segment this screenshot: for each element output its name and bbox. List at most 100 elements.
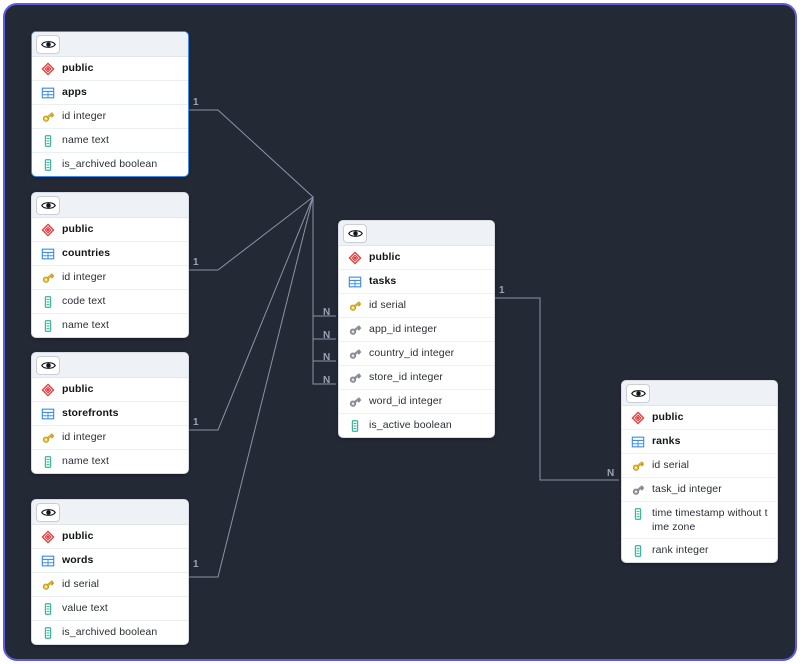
column-icon	[44, 159, 52, 171]
cardinality-label: 1	[193, 417, 199, 428]
cardinality-label: 1	[499, 285, 505, 296]
column-row[interactable]: is_archived boolean	[32, 621, 188, 644]
table-name-row: countries	[32, 242, 188, 266]
schema-row: public	[32, 525, 188, 549]
cardinality-label: N	[323, 330, 331, 341]
schema-name: public	[652, 411, 684, 423]
schema-name: public	[369, 251, 401, 263]
foreign-key-icon	[349, 325, 362, 335]
table-grid-icon	[41, 408, 55, 420]
table-header-ranks[interactable]	[622, 381, 777, 406]
column-row[interactable]: store_id integer	[339, 366, 494, 390]
relationship-line	[189, 196, 336, 578]
schema-diamond-icon	[631, 411, 645, 425]
eye-icon[interactable]	[36, 355, 60, 375]
cardinality-label: 1	[193, 559, 199, 570]
column-row[interactable]: task_id integer	[622, 478, 777, 502]
column-row[interactable]: name text	[32, 129, 188, 153]
column-icon	[44, 135, 52, 147]
column-label: app_id integer	[369, 323, 437, 335]
column-row[interactable]: country_id integer	[339, 342, 494, 366]
primary-key-icon	[42, 433, 55, 443]
cardinality-label: N	[323, 352, 331, 363]
column-icon	[351, 420, 359, 432]
column-row[interactable]: is_active boolean	[339, 414, 494, 437]
column-row[interactable]: app_id integer	[339, 318, 494, 342]
column-label: id integer	[62, 110, 107, 122]
column-icon	[44, 603, 52, 615]
column-row[interactable]: id serial	[339, 294, 494, 318]
column-icon	[44, 320, 52, 332]
column-icon	[44, 296, 52, 308]
column-label: task_id integer	[652, 483, 722, 495]
table-header-storefronts[interactable]	[32, 353, 188, 378]
table-name-row: storefronts	[32, 402, 188, 426]
column-row[interactable]: word_id integer	[339, 390, 494, 414]
cardinality-label: 1	[193, 97, 199, 108]
foreign-key-icon	[349, 373, 362, 383]
column-row[interactable]: name text	[32, 314, 188, 337]
schema-row: public	[339, 246, 494, 270]
schema-name: public	[62, 530, 94, 542]
column-row[interactable]: name text	[32, 450, 188, 473]
column-label: country_id integer	[369, 347, 455, 359]
cardinality-label: N	[323, 307, 331, 318]
column-label: rank integer	[652, 544, 709, 556]
column-row[interactable]: time timestamp without time zone	[622, 502, 777, 539]
column-row[interactable]: id integer	[32, 105, 188, 129]
column-label: value text	[62, 602, 108, 614]
column-row[interactable]: value text	[32, 597, 188, 621]
eye-icon[interactable]	[343, 223, 367, 243]
eye-icon[interactable]	[36, 34, 60, 54]
primary-key-icon	[42, 273, 55, 283]
column-row[interactable]: id integer	[32, 266, 188, 290]
table-card-ranks[interactable]: public ranks id serial task_id integer time …	[621, 380, 778, 563]
column-row[interactable]: code text	[32, 290, 188, 314]
table-name: ranks	[652, 435, 681, 447]
table-header-countries[interactable]	[32, 193, 188, 218]
column-label: word_id integer	[369, 395, 443, 407]
schema-row: public	[32, 218, 188, 242]
column-label: store_id integer	[369, 371, 443, 383]
table-header-words[interactable]	[32, 500, 188, 525]
table-grid-icon	[41, 87, 55, 99]
column-row[interactable]: rank integer	[622, 539, 777, 562]
column-icon	[44, 456, 52, 468]
schema-name: public	[62, 383, 94, 395]
schema-row: public	[32, 378, 188, 402]
table-header-apps[interactable]	[32, 32, 188, 57]
column-row[interactable]: id integer	[32, 426, 188, 450]
schema-diamond-icon	[41, 223, 55, 237]
column-row[interactable]: is_archived boolean	[32, 153, 188, 176]
column-label: is_archived boolean	[62, 158, 158, 170]
table-header-tasks[interactable]	[339, 221, 494, 246]
schema-row: public	[32, 57, 188, 81]
table-grid-icon	[631, 436, 645, 448]
eye-icon[interactable]	[36, 502, 60, 522]
column-row[interactable]: id serial	[622, 454, 777, 478]
eye-icon[interactable]	[626, 383, 650, 403]
column-label: id serial	[369, 299, 407, 311]
column-label: is_active boolean	[369, 419, 452, 431]
column-label: name text	[62, 319, 110, 331]
relationship-line	[189, 109, 336, 317]
schema-diamond-icon	[348, 251, 362, 265]
column-label: is_archived boolean	[62, 626, 158, 638]
cardinality-label: N	[323, 375, 331, 386]
column-icon	[44, 627, 52, 639]
column-label: id serial	[652, 459, 690, 471]
eye-icon[interactable]	[36, 195, 60, 215]
cardinality-label: N	[607, 468, 615, 479]
column-label: id serial	[62, 578, 100, 590]
cardinality-label: 1	[193, 257, 199, 268]
column-label: name text	[62, 455, 110, 467]
schema-diamond-icon	[41, 62, 55, 76]
column-row[interactable]: id serial	[32, 573, 188, 597]
